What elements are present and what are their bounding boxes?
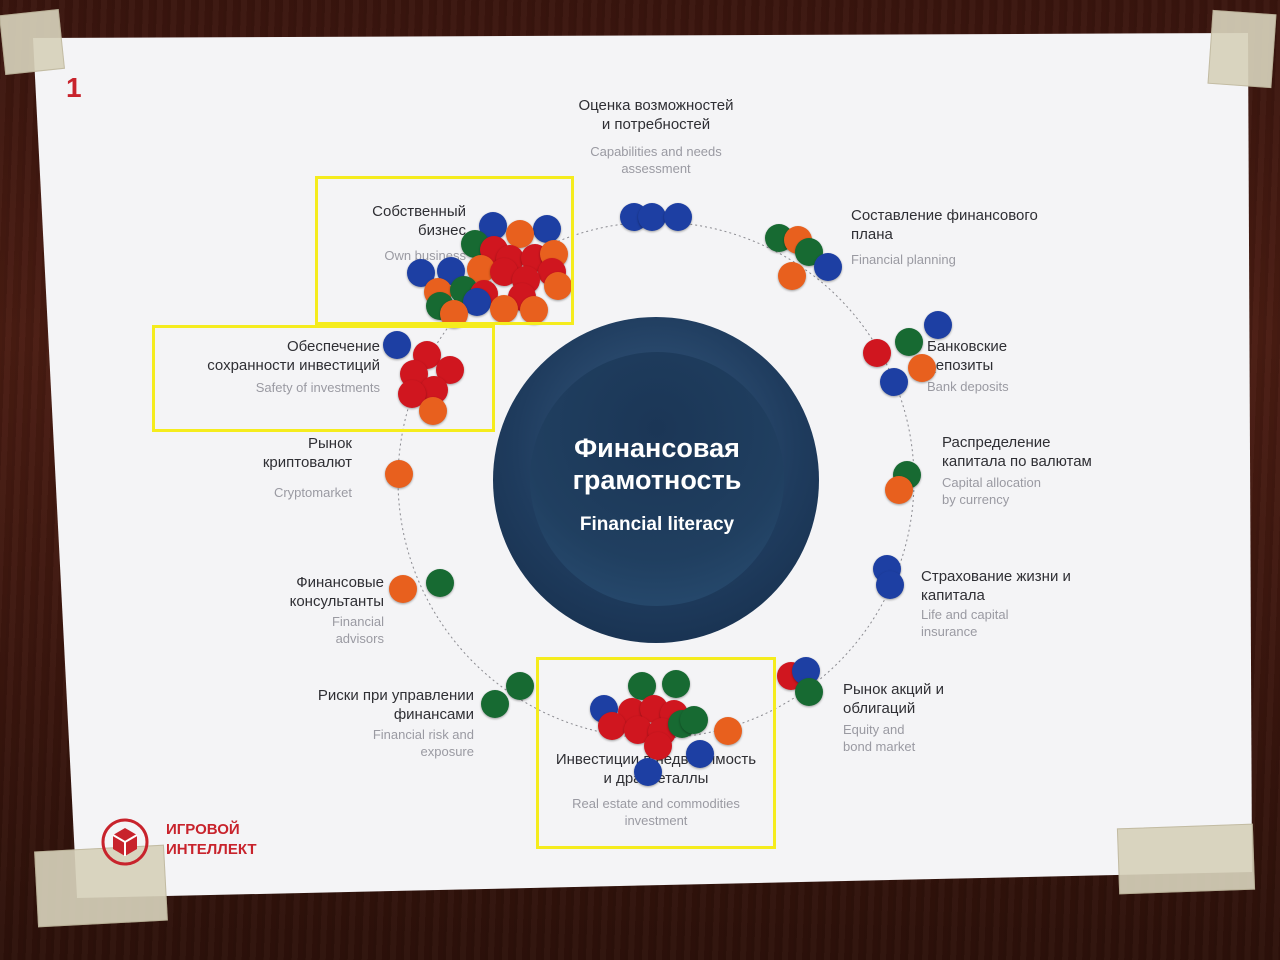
orange-sticker-dot bbox=[506, 220, 534, 248]
orange-sticker-dot bbox=[419, 397, 447, 425]
orange-sticker-dot bbox=[714, 717, 742, 745]
blue-sticker-dot bbox=[638, 203, 666, 231]
orange-sticker-dot bbox=[385, 460, 413, 488]
red-sticker-dot bbox=[598, 712, 626, 740]
blue-sticker-dot bbox=[533, 215, 561, 243]
orange-sticker-dot bbox=[778, 262, 806, 290]
topic-safety-subtitle: Safety of investments bbox=[255, 380, 380, 395]
center-inner-circle bbox=[530, 352, 784, 606]
blue-sticker-dot bbox=[876, 571, 904, 599]
blue-sticker-dot bbox=[634, 758, 662, 786]
topic-deposits-subtitle: Bank deposits bbox=[927, 379, 1009, 394]
orange-sticker-dot bbox=[520, 296, 548, 324]
green-sticker-dot bbox=[662, 670, 690, 698]
highlight-box-realestate bbox=[536, 657, 776, 849]
logo-text: ИГРОВОЙ ИНТЕЛЛЕКТ bbox=[166, 821, 257, 858]
topic-plan-subtitle: Financial planning bbox=[851, 252, 956, 267]
green-sticker-dot bbox=[795, 678, 823, 706]
orange-sticker-dot bbox=[908, 354, 936, 382]
tape-bottom-right bbox=[1116, 823, 1256, 895]
blue-sticker-dot bbox=[664, 203, 692, 231]
blue-sticker-dot bbox=[686, 740, 714, 768]
tape-top-left bbox=[0, 9, 65, 75]
orange-sticker-dot bbox=[544, 272, 572, 300]
topic-crypto-subtitle: Cryptomarket bbox=[273, 485, 352, 500]
blue-sticker-dot bbox=[814, 253, 842, 281]
highlight-box-business bbox=[315, 176, 574, 325]
page-number: 1 bbox=[66, 72, 82, 103]
center-title: Финансовая грамотность bbox=[572, 433, 742, 495]
red-cube-logo-icon bbox=[101, 818, 149, 866]
blue-sticker-dot bbox=[924, 311, 952, 339]
red-sticker-dot bbox=[644, 732, 672, 760]
orange-sticker-dot bbox=[885, 476, 913, 504]
red-sticker-dot bbox=[863, 339, 891, 367]
highlight-box-safety bbox=[152, 325, 495, 432]
green-sticker-dot bbox=[426, 569, 454, 597]
center-subtitle: Financial literacy bbox=[579, 514, 735, 535]
tape-top-right bbox=[1207, 9, 1277, 89]
orange-sticker-dot bbox=[389, 575, 417, 603]
green-sticker-dot bbox=[506, 672, 534, 700]
orange-sticker-dot bbox=[490, 295, 518, 323]
blue-sticker-dot bbox=[383, 331, 411, 359]
green-sticker-dot bbox=[481, 690, 509, 718]
green-sticker-dot bbox=[895, 328, 923, 356]
green-sticker-dot bbox=[680, 706, 708, 734]
blue-sticker-dot bbox=[880, 368, 908, 396]
